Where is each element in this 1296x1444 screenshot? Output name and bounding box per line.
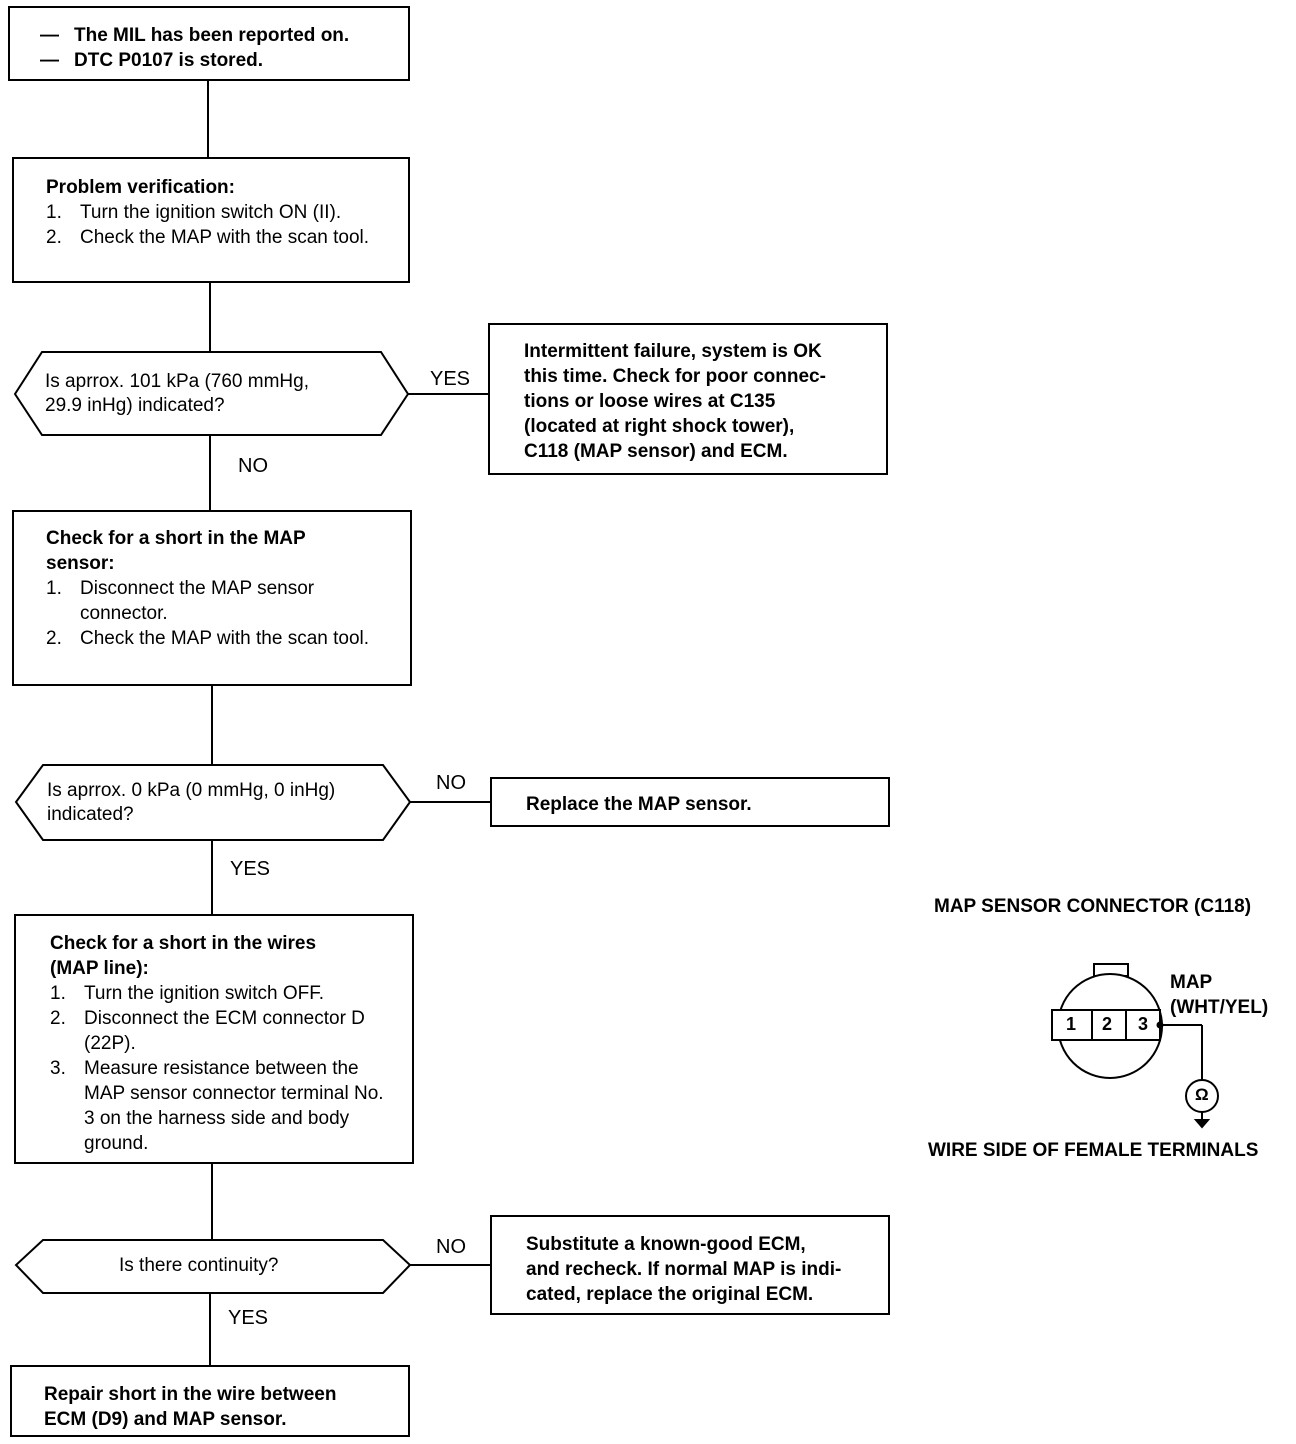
map-signal-label: MAP [1170, 972, 1213, 993]
decision3-no-label: NO [436, 1236, 466, 1258]
decision1-text: Is aprrox. 101 kPa (760 mmHg, 29.9 inHg)… [45, 371, 309, 416]
decision3-yes-label: YES [228, 1307, 269, 1329]
start-line-2: —DTC P0107 is stored. [40, 50, 264, 71]
decision3-text: Is there continuity? [119, 1255, 279, 1276]
terminal-label-2: 2 [1102, 1014, 1113, 1034]
decision-shape-1 [13, 351, 410, 436]
step-check-map-sensor-short: Check for a short in the MAP sensor: 1.D… [12, 510, 412, 686]
final-repair-short: Repair short in the wire between ECM (D9… [10, 1365, 410, 1437]
decision2-no-label: NO [436, 772, 466, 794]
terminal-label-3: 3 [1138, 1014, 1149, 1034]
step2-item-1: 1.Disconnect the MAP sensor connector. [46, 578, 315, 624]
step1-item-1: 1.Turn the ignition switch ON (II). [46, 202, 342, 223]
wire-color-label: (WHT/YEL) [1170, 997, 1269, 1018]
step2-item-2: 2.Check the MAP with the scan tool. [46, 628, 370, 649]
step3-item-1: 1.Turn the ignition switch OFF. [50, 983, 325, 1004]
decision-shape-2 [14, 764, 412, 841]
step-check-wires-short: Check for a short in the wires (MAP line… [14, 914, 414, 1164]
step1-item-2: 2.Check the MAP with the scan tool. [46, 227, 370, 248]
step2-title-line-1: Check for a short in the MAP [46, 528, 306, 549]
ground-icon [1193, 1119, 1211, 1129]
connector-diagram [1051, 963, 1219, 1129]
step3-title-line-1: Check for a short in the wires [50, 933, 317, 954]
terminal-block [1051, 1009, 1161, 1041]
terminal-label-1: 1 [1066, 1014, 1077, 1034]
decision1-no-label: NO [238, 455, 268, 477]
step3-item-2: 2.Disconnect the ECM connector D (22P). [50, 1008, 365, 1054]
step3-item-3: 3.Measure resistance between the MAP sen… [50, 1058, 384, 1154]
result-replace-map-sensor: Replace the MAP sensor. [490, 777, 890, 827]
decision1-yes-label: YES [430, 368, 471, 390]
step3-title-line-2: (MAP line): [50, 958, 149, 979]
result-substitute-ecm: Substitute a known-good ECM, and recheck… [490, 1215, 890, 1315]
ohm-symbol: Ω [1195, 1085, 1209, 1104]
connector-caption: WIRE SIDE OF FEMALE TERMINALS [928, 1140, 1259, 1161]
decision-shape-3 [14, 1239, 412, 1294]
decision2-text: Is aprrox. 0 kPa (0 mmHg, 0 inHg) indica… [47, 780, 336, 825]
start-box: —The MIL has been reported on. —DTC P010… [8, 6, 410, 81]
result-intermittent-failure: Intermittent failure, system is OK this … [488, 323, 888, 475]
step1-title: Problem verification: [46, 177, 235, 198]
step-problem-verification: Problem verification: 1.Turn the ignitio… [12, 157, 410, 283]
step2-title-line-2: sensor: [46, 553, 115, 574]
connector-title: MAP SENSOR CONNECTOR (C118) [934, 896, 1252, 917]
decision2-yes-label: YES [230, 858, 271, 880]
start-line-1: —The MIL has been reported on. [40, 25, 350, 46]
